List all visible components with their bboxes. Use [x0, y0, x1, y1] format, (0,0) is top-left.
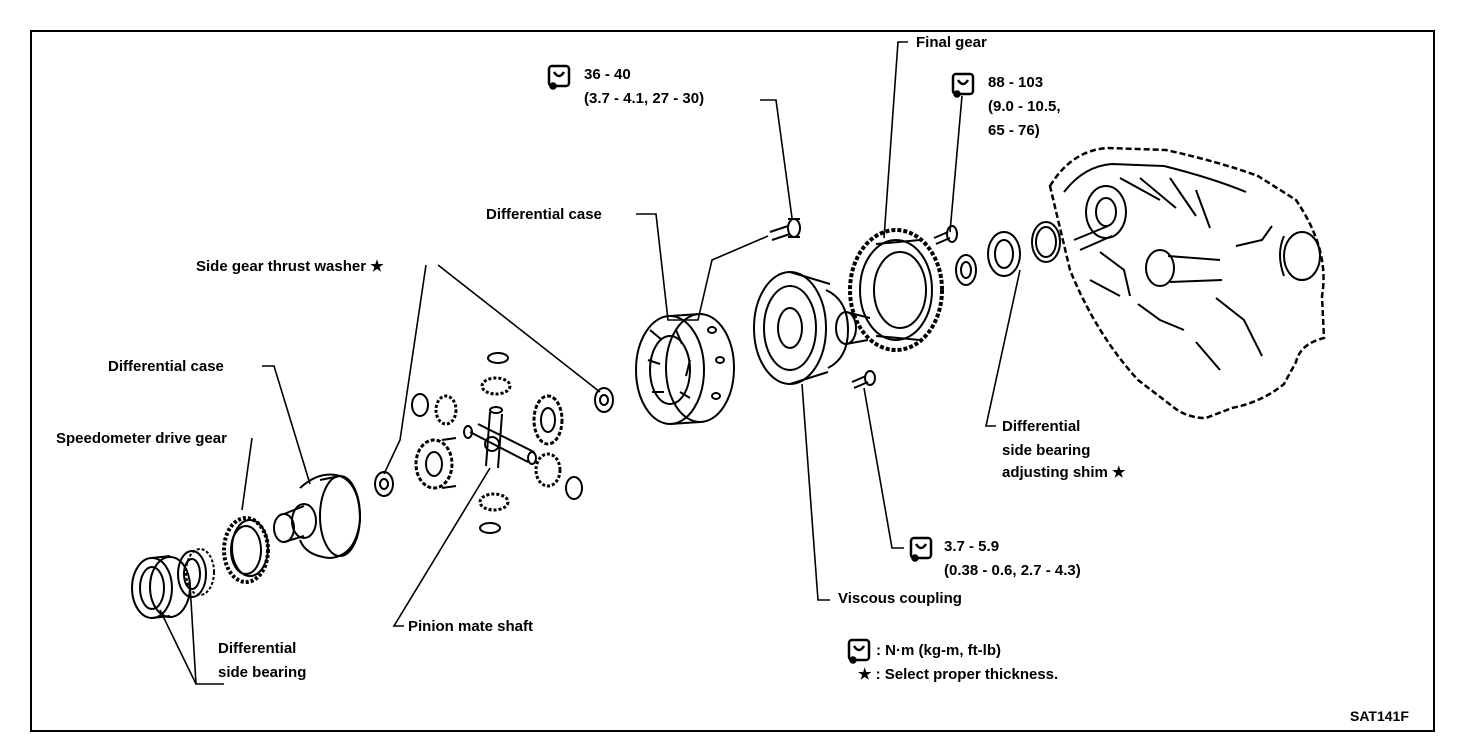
- viscous-coupling-label: Viscous coupling: [838, 590, 962, 607]
- differential-gears: [414, 352, 564, 534]
- pinion-mate-shaft-part: [463, 406, 537, 469]
- torque-spec-2: 88 - 103: [988, 74, 1044, 91]
- torque-spec-1-alt: (3.7 - 4.1, 27 - 30): [584, 90, 705, 107]
- side-gear-thrust-washer-label: Side gear thrust washer ★: [196, 258, 384, 275]
- torque-spec-3: 3.7 - 5.9: [944, 538, 1000, 555]
- torque-wrench-icon: [547, 64, 571, 90]
- thrust-washers: [374, 387, 614, 500]
- differential-side-bearing-part: [131, 548, 215, 619]
- differential-side-bearing-label-b: side bearing: [218, 664, 307, 681]
- figure-code: SAT141F: [1350, 708, 1409, 724]
- star-icon: ★: [370, 258, 384, 275]
- torque-wrench-icon: [909, 536, 933, 562]
- figure-frame: [30, 30, 1435, 732]
- torque-spec-1: 36 - 40: [584, 66, 631, 83]
- star-icon: ★: [1112, 464, 1126, 481]
- bolt-coupling-part: [851, 370, 876, 389]
- torque-spec-2-alt-a: (9.0 - 10.5,: [988, 98, 1061, 115]
- right-side-bearing-part: [955, 221, 1061, 286]
- differential-case-upper-part: [635, 313, 735, 425]
- legend-torque-units: : N·m (kg-m, ft-lb): [876, 642, 1001, 659]
- pinion-mate-shaft-label: Pinion mate shaft: [408, 618, 534, 635]
- final-gear-label: Final gear: [916, 34, 987, 51]
- differential-side-bearing-label-a: Differential: [218, 640, 297, 657]
- adjusting-shim-label-c: adjusting shim ★: [1002, 464, 1126, 481]
- leader-lines: [159, 41, 1021, 685]
- final-gear-part: [848, 228, 944, 352]
- speedometer-drive-gear-part: [222, 516, 270, 584]
- differential-case-upper-label: Differential case: [486, 206, 602, 223]
- torque-wrench-icon: [847, 638, 871, 664]
- differential-case-lower-part: [273, 473, 362, 560]
- viscous-coupling-part: [753, 271, 871, 385]
- star-icon: ★: [858, 666, 872, 683]
- torque-wrench-icon: [951, 72, 975, 98]
- adjusting-shim-label-b: side bearing: [1002, 442, 1091, 459]
- transaxle-housing-part: [1048, 146, 1326, 420]
- torque-spec-3-alt: (0.38 - 0.6, 2.7 - 4.3): [944, 562, 1081, 579]
- speedometer-drive-gear-label: Speedometer drive gear: [56, 430, 227, 447]
- bolt-upper-part: [769, 218, 801, 241]
- torque-spec-2-alt-b: 65 - 76): [988, 122, 1040, 139]
- legend-star-note: ★ : Select proper thickness.: [858, 666, 1059, 683]
- adjusting-shim-label-a: Differential: [1002, 418, 1081, 435]
- bolt-final-gear-part: [933, 225, 958, 245]
- differential-case-lower-label: Differential case: [108, 358, 224, 375]
